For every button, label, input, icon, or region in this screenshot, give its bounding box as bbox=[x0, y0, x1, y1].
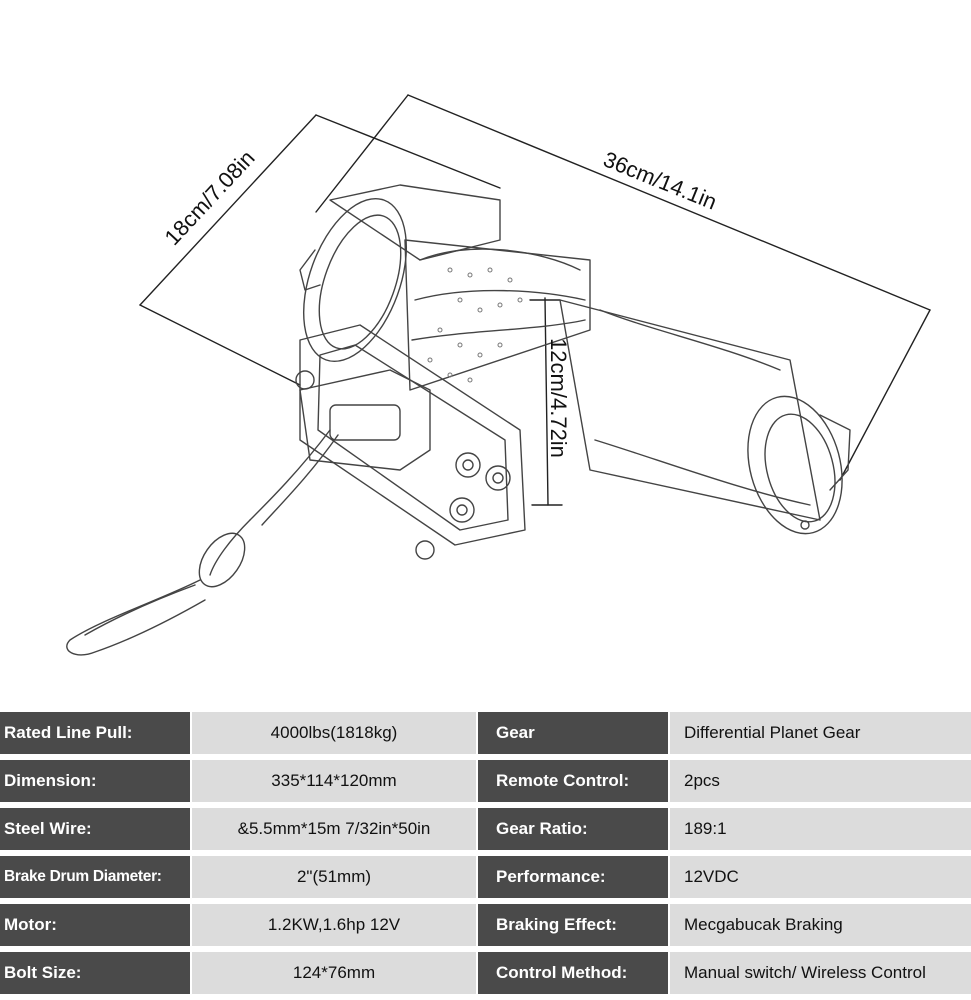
spec-value: 335*114*120mm bbox=[192, 760, 476, 802]
spec-value: Differential Planet Gear bbox=[670, 712, 971, 754]
spec-value: Mecgabucak Braking bbox=[670, 904, 971, 946]
spec-label: Rated Line Pull: bbox=[0, 712, 190, 754]
spec-value: 1.2KW,1.6hp 12V bbox=[192, 904, 476, 946]
spec-value: 2"(51mm) bbox=[192, 856, 476, 898]
spec-value: Manual switch/ Wireless Control bbox=[670, 952, 971, 994]
spec-label: Steel Wire: bbox=[0, 808, 190, 850]
length-dimension-line bbox=[407, 94, 931, 311]
spec-label: Braking Effect: bbox=[478, 904, 668, 946]
spec-row: Rated Line Pull: 4000lbs(1818kg) Gear Di… bbox=[0, 712, 971, 754]
winch-line-drawing: 36cm/14.1in 18cm/7.08in 12cm/4.72in bbox=[66, 94, 931, 656]
spec-value: 12VDC bbox=[670, 856, 971, 898]
spec-label: Gear Ratio: bbox=[478, 808, 668, 850]
spec-row: Brake Drum Diameter: 2"(51mm) Performanc… bbox=[0, 856, 971, 898]
spec-row: Steel Wire: &5.5mm*15m 7/32in*50in Gear … bbox=[0, 808, 971, 850]
width-dimension-line bbox=[139, 114, 317, 306]
spec-value: &5.5mm*15m 7/32in*50in bbox=[192, 808, 476, 850]
spec-label: Dimension: bbox=[0, 760, 190, 802]
spec-value: 4000lbs(1818kg) bbox=[192, 712, 476, 754]
spec-value: 189:1 bbox=[670, 808, 971, 850]
spec-row: Bolt Size: 124*76mm Control Method: Manu… bbox=[0, 952, 971, 994]
spec-label: Control Method: bbox=[478, 952, 668, 994]
spec-label: Brake Drum Diameter: bbox=[0, 856, 190, 898]
spec-value: 124*76mm bbox=[192, 952, 476, 994]
spec-label: Motor: bbox=[0, 904, 190, 946]
spec-label: Performance: bbox=[478, 856, 668, 898]
spec-value: 2pcs bbox=[670, 760, 971, 802]
height-dimension-line bbox=[544, 297, 549, 506]
spec-label: Remote Control: bbox=[478, 760, 668, 802]
spec-row: Motor: 1.2KW,1.6hp 12V Braking Effect: M… bbox=[0, 904, 971, 946]
spec-label: Gear bbox=[478, 712, 668, 754]
height-dimension-label: 12cm/4.72in bbox=[545, 338, 571, 458]
spec-row: Dimension: 335*114*120mm Remote Control:… bbox=[0, 760, 971, 802]
winch-illustration bbox=[66, 94, 931, 656]
spec-label: Bolt Size: bbox=[0, 952, 190, 994]
